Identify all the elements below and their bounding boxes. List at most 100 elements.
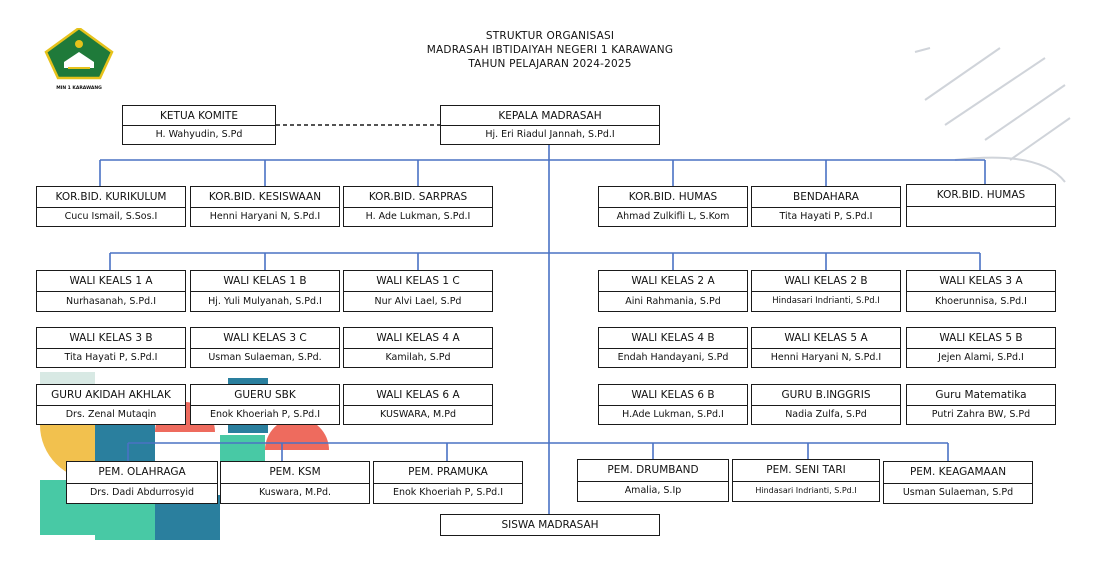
box-role: GUERU SBK: [191, 385, 339, 406]
box-role: WALI KELAS 4 B: [599, 328, 747, 349]
box-name: Endah Handayani, S.Pd: [617, 351, 729, 363]
box-role: WALI KELAS 1 C: [344, 271, 492, 292]
box-name: Hj. Yuli Mulyanah, S.Pd.I: [208, 295, 322, 307]
box-role: PEM. OLAHRAGA: [67, 462, 217, 484]
pembina-box: PEM. DRUMBAND Amalia, S.Ip: [577, 459, 729, 502]
wali-box: WALI KELAS 3 B Tita Hayati P, S.Pd.I: [36, 327, 186, 368]
box-role: PEM. KEAGAMAAN: [884, 462, 1032, 484]
box-role: KOR.BID. HUMAS: [599, 187, 747, 208]
box-role: WALI KELAS 2 B: [752, 271, 900, 292]
box-name: Aini Rahmania, S.Pd: [625, 295, 721, 307]
box-name: Jejen Alami, S.Pd.I: [938, 351, 1024, 363]
kepala-box: KEPALA MADRASAH Hj. Eri Riadul Jannah, S…: [440, 105, 660, 145]
wali-box: GUERU SBK Enok Khoeriah P, S.Pd.I: [190, 384, 340, 425]
box-role: WALI KELAS 2 A: [599, 271, 747, 292]
box-role: PEM. KSM: [221, 462, 369, 484]
box-name: Putri Zahra BW, S.Pd: [931, 408, 1031, 420]
box-name: Nadia Zulfa, S.Pd: [785, 408, 867, 420]
komite-box: KETUA KOMITE H. Wahyudin, S.Pd: [122, 105, 276, 145]
box-role: WALI KELAS 3 C: [191, 328, 339, 349]
box-role: KEPALA MADRASAH: [441, 106, 659, 126]
wali-box: WALI KELAS 4 A Kamilah, S.Pd: [343, 327, 493, 368]
box-role: WALI KELAS 5 B: [907, 328, 1055, 349]
box-role: WALI KELAS 1 B: [191, 271, 339, 292]
box-name: Usman Sulaeman, S.Pd.: [208, 351, 322, 363]
wali-box: WALI KELAS 5 B Jejen Alami, S.Pd.I: [906, 327, 1056, 368]
pembina-box: PEM. PRAMUKA Enok Khoeriah P, S.Pd.I: [373, 461, 523, 504]
org-connectors: [99, 144, 986, 516]
korbid-box: BENDAHARA Tita Hayati P, S.Pd.I: [751, 186, 901, 227]
wali-box: WALI KELAS 4 B Endah Handayani, S.Pd: [598, 327, 748, 368]
box-name: Enok Khoeriah P, S.Pd.I: [209, 408, 321, 420]
madrasah-logo: MIN 1 KARAWANG: [40, 26, 118, 91]
wali-box: WALI KELAS 1 C Nur Alvi Lael, S.Pd: [343, 270, 493, 312]
box-name: H.Ade Lukman, S.Pd.I: [622, 408, 724, 420]
decor-curve: [954, 156, 1066, 183]
wali-box: WALI KELAS 2 B Hindasari Indrianti, S.Pd…: [751, 270, 901, 312]
box-role: KOR.BID. SARPRAS: [344, 187, 492, 208]
wali-box: GURU AKIDAH AKHLAK Drs. Zenal Mutaqin: [36, 384, 186, 425]
box-name: Henni Haryani N, S.Pd.I: [770, 351, 882, 363]
wali-box: WALI KELAS 6 B H.Ade Lukman, S.Pd.I: [598, 384, 748, 425]
wali-box: WALI KELAS 6 A KUSWARA, M.Pd: [343, 384, 493, 425]
logo-caption: MIN 1 KARAWANG: [56, 86, 102, 91]
chart-title-line2: MADRASAH IBTIDAIYAH NEGERI 1 KARAWANG: [426, 44, 674, 56]
wali-box: GURU B.INGGRIS Nadia Zulfa, S.Pd: [751, 384, 901, 425]
box-name: Enok Khoeriah P, S.Pd.I: [392, 487, 504, 499]
box-name: Ahmad Zulkifli L, S.Kom: [616, 210, 730, 222]
box-name: Kuswara, M.Pd.: [258, 487, 332, 499]
box-name: Khoerunnisa, S.Pd.I: [935, 295, 1027, 307]
korbid-box: KOR.BID. HUMAS Ahmad Zulkifli L, S.Kom: [598, 186, 748, 227]
box-name: KUSWARA, M.Pd: [379, 408, 457, 420]
box-role: WALI KEALS 1 A: [37, 271, 185, 292]
korbid-box: KOR.BID. KURIKULUM Cucu Ismail, S.Sos.I: [36, 186, 186, 227]
decor-stripes-top-right: [914, 47, 1071, 161]
box-name: Drs. Dadi Abdurrosyid: [89, 487, 195, 499]
box-name: Nur Alvi Lael, S.Pd: [374, 295, 462, 307]
box-name: Henni Haryani N, S.Pd.I: [209, 210, 321, 222]
box-role: GURU B.INGGRIS: [752, 385, 900, 406]
box-role: WALI KELAS 6 A: [344, 385, 492, 406]
box-role: GURU AKIDAH AKHLAK: [37, 385, 185, 406]
box-name: Usman Sulaeman, S.Pd: [902, 487, 1014, 499]
wali-box: WALI KELAS 3 A Khoerunnisa, S.Pd.I: [906, 270, 1056, 312]
wali-box: WALI KELAS 3 C Usman Sulaeman, S.Pd.: [190, 327, 340, 368]
chart-title-line3: TAHUN PELAJARAN 2024-2025: [468, 58, 632, 70]
pembina-box: PEM. SENI TARI Hindasari Indrianti, S.Pd…: [732, 459, 880, 502]
wali-box: Guru Matematika Putri Zahra BW, S.Pd: [906, 384, 1056, 425]
box-role: WALI KELAS 3 A: [907, 271, 1055, 292]
korbid-box: KOR.BID. SARPRAS H. Ade Lukman, S.Pd.I: [343, 186, 493, 227]
box-role: WALI KELAS 6 B: [599, 385, 747, 406]
pembina-box: PEM. KSM Kuswara, M.Pd.: [220, 461, 370, 504]
box-role: KOR.BID. KURIKULUM: [37, 187, 185, 208]
box-role: PEM. PRAMUKA: [374, 462, 522, 484]
box-name: Amalia, S.Ip: [624, 485, 682, 497]
box-name: Cucu Ismail, S.Sos.I: [64, 210, 158, 222]
box-name: Tita Hayati P, S.Pd.I: [779, 210, 873, 222]
kemenag-emblem-icon: [44, 26, 114, 80]
pembina-box: PEM. OLAHRAGA Drs. Dadi Abdurrosyid: [66, 461, 218, 504]
box-role: WALI KELAS 4 A: [344, 328, 492, 349]
wali-box: WALI KELAS 5 A Henni Haryani N, S.Pd.I: [751, 327, 901, 368]
box-name: H. Ade Lukman, S.Pd.I: [365, 210, 471, 222]
wali-box: WALI KELAS 1 B Hj. Yuli Mulyanah, S.Pd.I: [190, 270, 340, 312]
korbid-box: KOR.BID. HUMAS: [906, 184, 1056, 227]
wali-box: WALI KELAS 2 A Aini Rahmania, S.Pd: [598, 270, 748, 312]
box-name: Hj. Eri Riadul Jannah, S.Pd.I: [485, 129, 615, 140]
box-name: Kamilah, S.Pd: [385, 351, 451, 363]
box-role: PEM. SENI TARI: [733, 460, 879, 482]
box-name: Hindasari Indrianti, S.Pd.I: [755, 486, 857, 496]
box-role: WALI KELAS 3 B: [37, 328, 185, 349]
wali-box: WALI KEALS 1 A Nurhasanah, S.Pd.I: [36, 270, 186, 312]
box-name: H. Wahyudin, S.Pd: [155, 129, 243, 140]
box-role: SISWA MADRASAH: [501, 519, 599, 531]
box-name: Tita Hayati P, S.Pd.I: [64, 351, 158, 363]
box-role: KETUA KOMITE: [123, 106, 275, 126]
box-name: Drs. Zenal Mutaqin: [65, 408, 157, 420]
box-name: Hindasari Indrianti, S.Pd.I: [772, 296, 880, 306]
box-name: Nurhasanah, S.Pd.I: [65, 295, 156, 307]
box-role: KOR.BID. KESISWAAN: [191, 187, 339, 208]
box-role: KOR.BID. HUMAS: [907, 185, 1055, 207]
korbid-box: KOR.BID. KESISWAAN Henni Haryani N, S.Pd…: [190, 186, 340, 227]
box-role: PEM. DRUMBAND: [578, 460, 728, 482]
